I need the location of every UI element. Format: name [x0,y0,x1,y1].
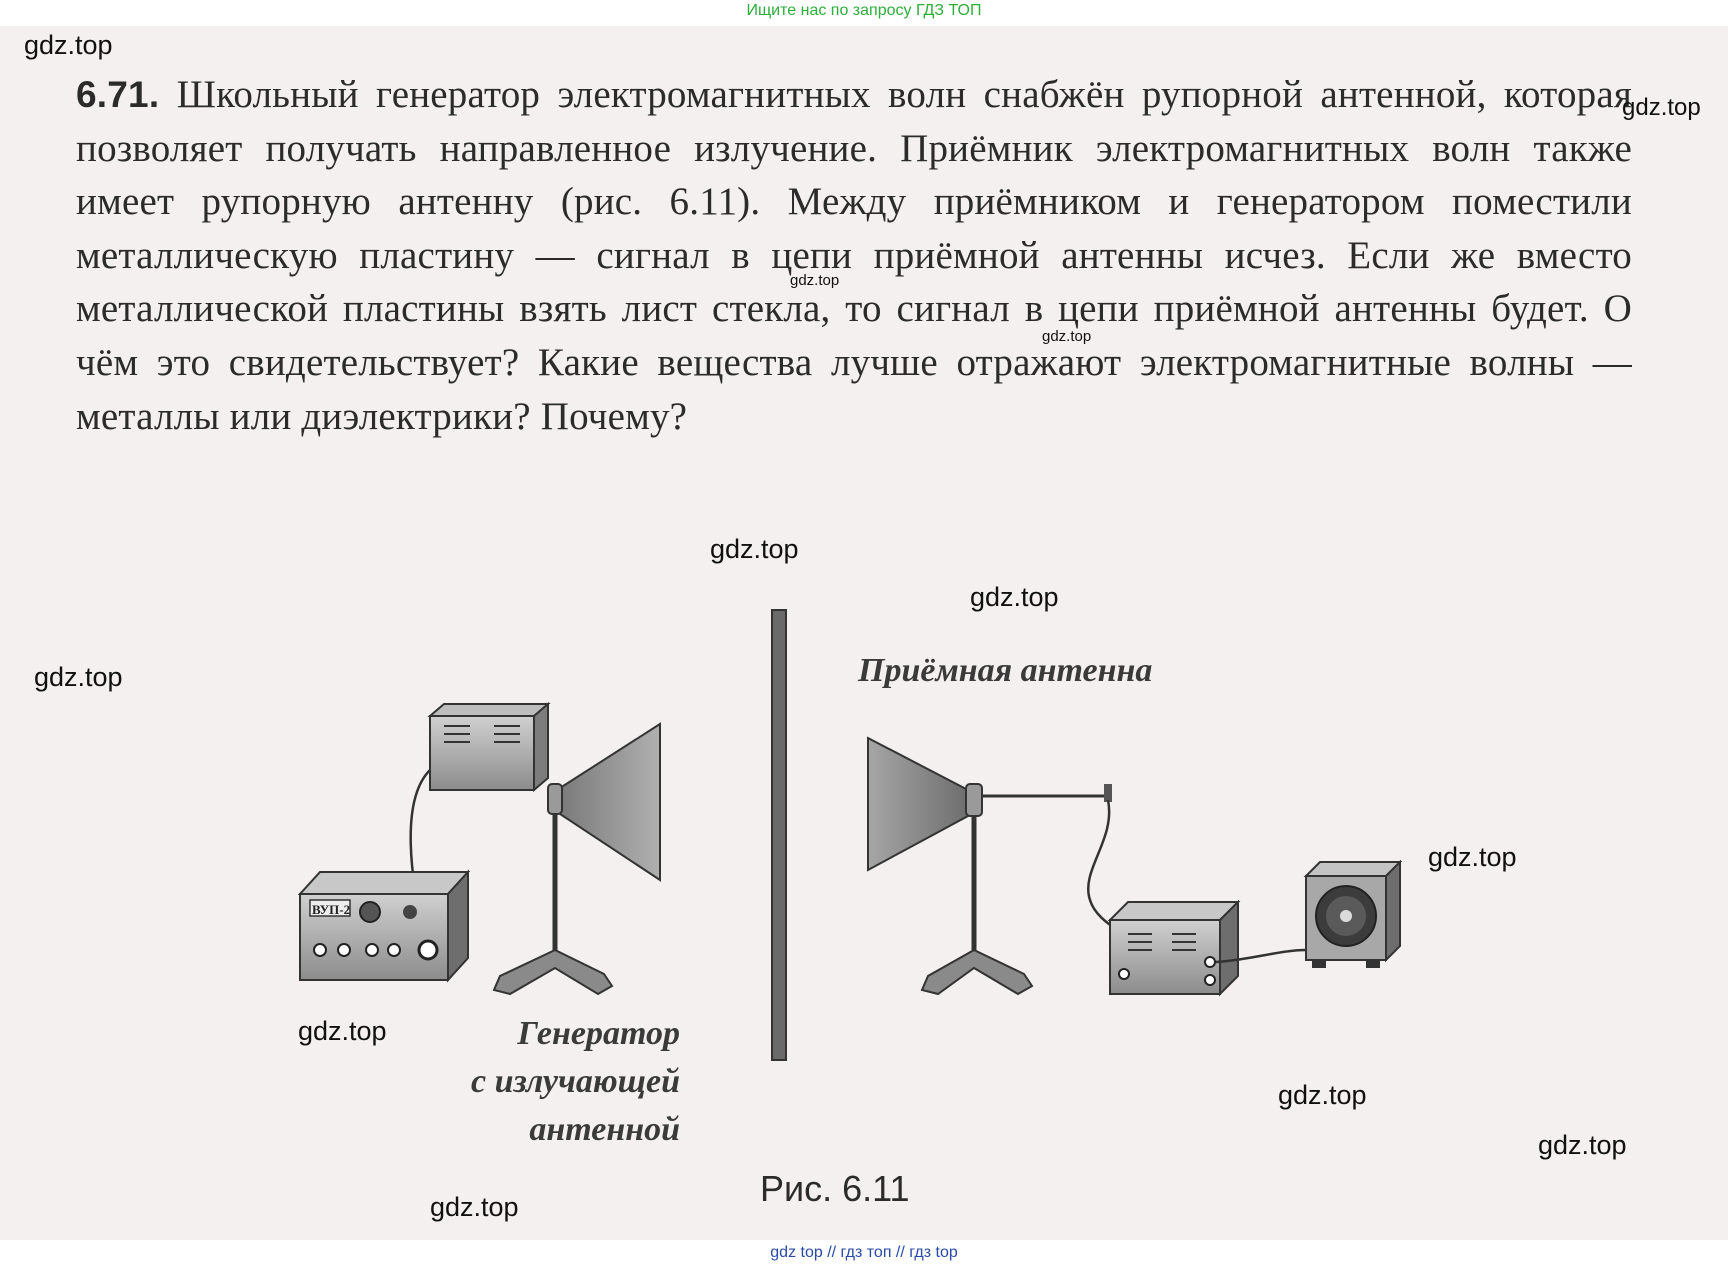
watermark: gdz.top [1538,1130,1627,1160]
generator-label: Генератор с излучающей антенной [330,1010,680,1154]
watermark: gdz.top [970,582,1059,612]
problem-number: 6.71. [76,74,160,115]
generator-label-line-2: с излучающей [471,1063,680,1100]
top-banner[interactable]: Ищите нас по запросу ГДЗ ТОП [746,2,982,19]
watermark: gdz.top [298,1016,387,1046]
watermark: gdz.top [1042,328,1092,345]
loudspeaker [1303,859,1403,968]
bottom-banner[interactable]: gdz top // гдз топ // гдз top [770,1244,958,1261]
watermark: gdz.top [710,534,799,564]
power-supply: ВУП-2 [297,869,471,983]
receiver-antenna-label: Приёмная антенна [858,652,1153,689]
watermark: gdz.top [1428,842,1517,872]
watermark: gdz.top [430,1192,519,1222]
figure-6-11: ВУП-2 [297,609,1403,1061]
generator-horn-antenna [492,722,661,996]
watermark: gdz.top [1278,1080,1367,1110]
textbook-scan [0,26,1728,1240]
problem-text: 6.71. Школьный генератор электромагнитны… [76,68,1632,443]
watermark: gdz.top [24,30,113,60]
figure-caption: Рис. 6.11 [760,1168,910,1209]
generator-label-line-1: Генератор [517,1015,680,1052]
generator-box [427,701,551,793]
watermark: gdz.top [790,272,840,289]
generator-label-line-3: антенной [529,1111,680,1148]
problem-body: Школьный генератор электромагнитных волн… [76,73,1633,438]
receiver-amplifier [1107,899,1241,997]
watermark: gdz.top [1622,94,1701,121]
power-supply-label: ВУП-2 [312,902,350,917]
metal-plate [771,609,787,1061]
speaker-cable [1215,948,1307,964]
watermark: gdz.top [34,662,123,692]
receiver-horn-antenna [867,736,1131,996]
